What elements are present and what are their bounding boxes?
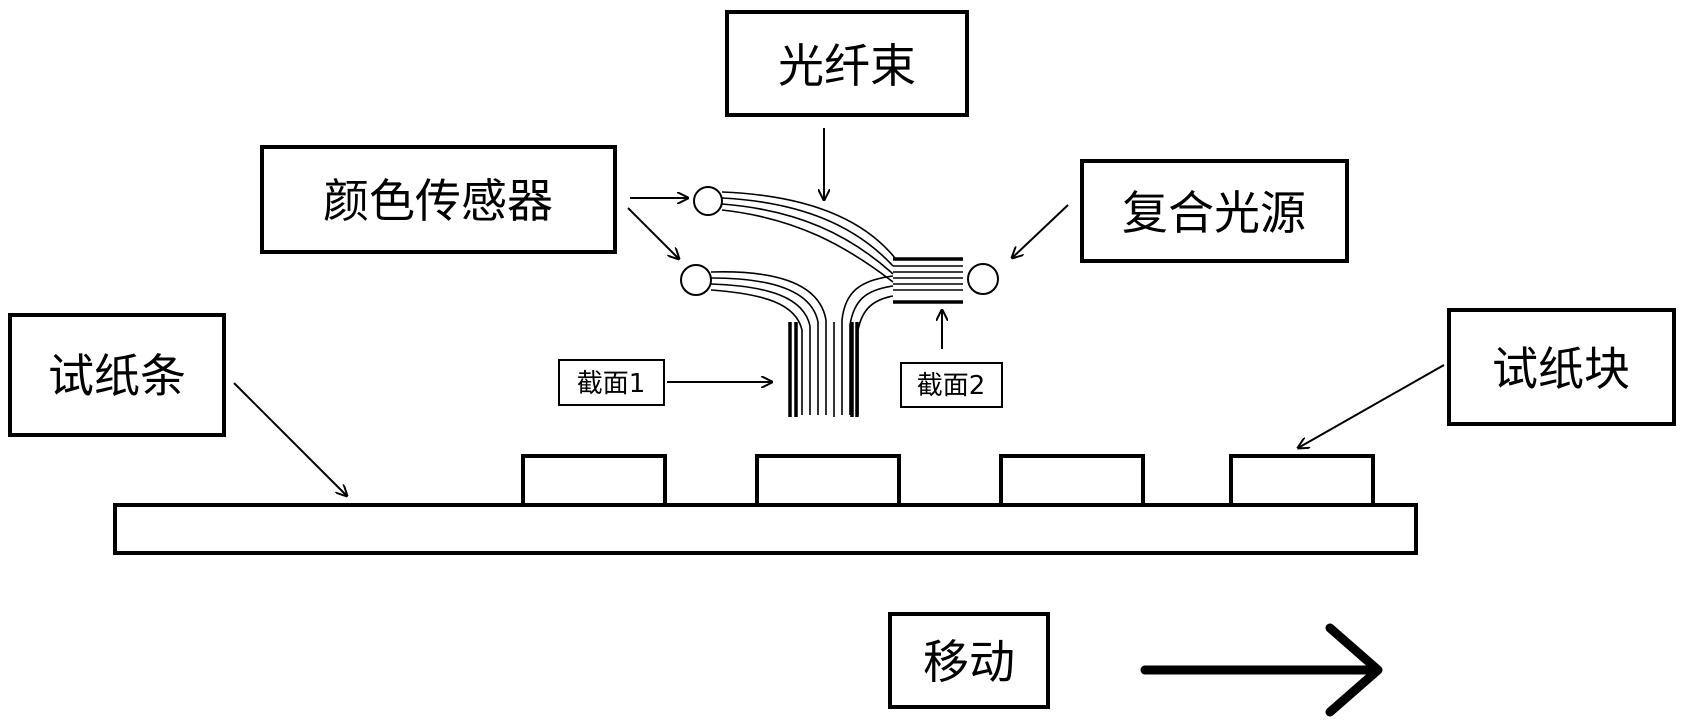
test-strip-label: 试纸条 [48, 349, 186, 403]
test-block-label: 试纸块 [1492, 342, 1630, 396]
color-sensor-arrow-lower [628, 208, 679, 259]
light-source-label: 复合光源 [1122, 186, 1306, 240]
test-block-2 [757, 456, 899, 505]
test-block-4 [1231, 456, 1373, 505]
section-2-label: 截面2 [917, 371, 986, 401]
test-block-arrow [1298, 365, 1444, 448]
light-source-arrow [1012, 205, 1068, 258]
movement-arrow-icon [1145, 628, 1378, 712]
section-1-label: 截面1 [577, 369, 646, 399]
section-2-fiber-end [893, 259, 963, 302]
light-source-port [968, 264, 998, 294]
sensor-port-lower [681, 265, 711, 295]
color-sensor-label: 颜色传感器 [323, 174, 553, 228]
test-strip-arrow [234, 383, 347, 496]
section-1-fiber-end [790, 322, 857, 417]
fiber-bundle-label: 光纤束 [778, 39, 916, 93]
test-block-1 [523, 456, 665, 505]
movement-label: 移动 [923, 635, 1015, 689]
sensor-port-upper [694, 187, 722, 215]
test-block-3 [1001, 456, 1143, 505]
test-strip [115, 505, 1416, 553]
